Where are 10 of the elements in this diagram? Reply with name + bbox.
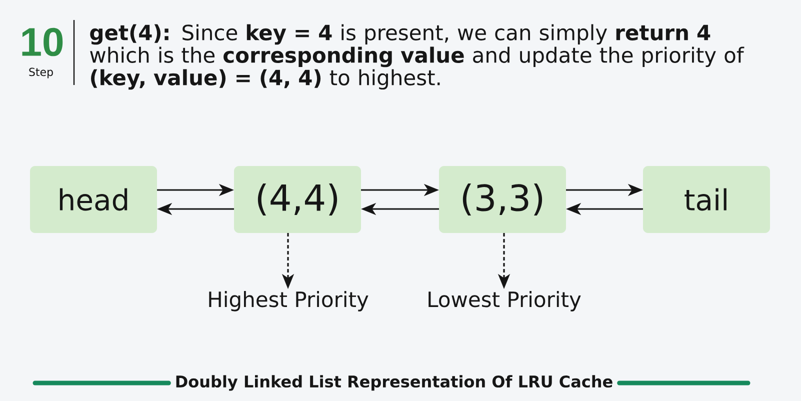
priority-label: Highest Priority <box>209 291 368 312</box>
step-number: 10 <box>22 28 63 56</box>
list-node-box: tail <box>643 166 770 233</box>
step-label: Step <box>29 68 53 78</box>
step-description: get(4): Since key = 4 is present, we can simply return 4 which is the corresponding value and update the priority of (key, value) = (4, 4) to highest. <box>90 24 744 90</box>
list-node-box: head <box>30 166 157 233</box>
priority-label: Lowest Priority <box>428 291 581 312</box>
list-node-box: (3,3) <box>439 166 566 233</box>
figure-caption: Doubly Linked List Representation Of LRU Cache <box>176 375 612 391</box>
list-node-box: (4,4) <box>234 166 361 233</box>
